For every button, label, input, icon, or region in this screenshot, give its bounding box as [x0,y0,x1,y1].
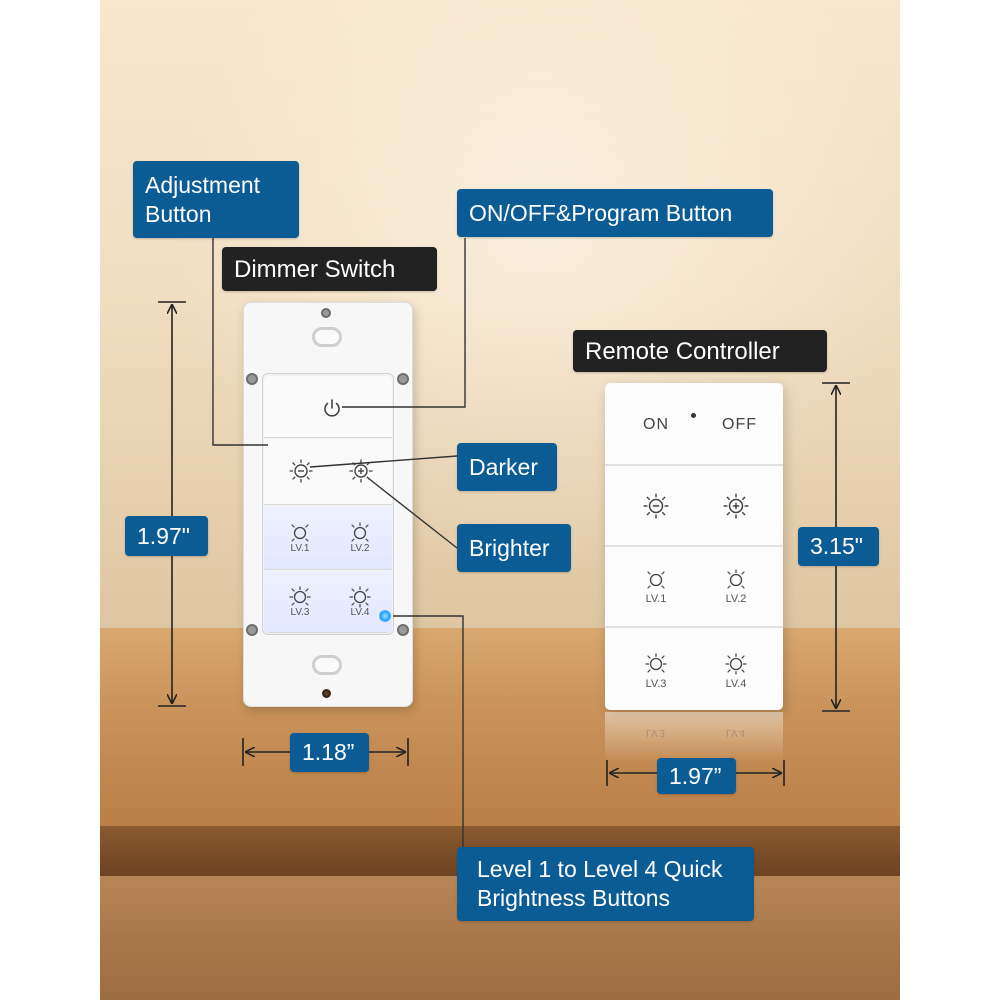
switch-screw-bottom-right [397,624,409,636]
switch-width-label: 1.18” [290,733,369,772]
darker-label-text: Darker [469,453,539,480]
switch-lv4-label: LV.4 [350,607,370,618]
dimmer-switch-label: Dimmer Switch [222,247,437,291]
sun-icon [645,653,667,673]
reflection-lv4-text: LV.4 [726,727,745,738]
wallplate-bottom-screw [322,689,331,698]
switch-screw-bottom-left [246,624,258,636]
wallplate-top-screw [321,308,331,318]
remote-adjust-button[interactable] [605,467,783,547]
switch-screw-top-right [397,373,409,385]
wallplate-top-slot [312,327,342,347]
adjustment-label-line1: Adjustment [145,171,261,198]
switch-lv2-label: LV.2 [350,543,370,554]
remote-lv1-label: LV.1 [645,593,667,605]
sun-plus-icon [349,459,373,483]
wallplate-bottom-slot [312,655,342,675]
remote-reflection [605,712,783,762]
remote-indicator-dot [691,413,696,418]
sun-icon [647,571,665,589]
sun-icon [291,524,309,542]
remote-level-row-2[interactable] [605,629,783,709]
switch-screw-top-left [246,373,258,385]
status-led [379,610,391,622]
adjustment-label-line2: Button [145,200,212,227]
darker-label: Darker [457,443,557,491]
brighter-label-text: Brighter [469,534,550,561]
sun-plus-icon [723,493,749,519]
switch-width-text: 1.18” [302,739,355,765]
remote-level-row-1[interactable] [605,548,783,628]
remote-width-text: 1.97” [669,762,722,789]
sun-icon [727,569,745,589]
reflection-lv3-text: LV.3 [646,727,665,738]
remote-controller-label: Remote Controller [573,330,827,372]
sun-icon [289,586,311,606]
remote-off-label: OFF [722,416,757,433]
sun-minus-icon [289,459,313,483]
on-off-program-button-label: ON/OFF&Program Button [457,189,773,237]
on-off-label-text: ON/OFF&Program Button [469,199,733,226]
quick-buttons-label-line1: Level 1 to Level 4 Quick [477,856,723,882]
remote-height-text: 3.15" [810,533,863,559]
remote-lv3-label: LV.3 [645,678,667,690]
switch-lv1-label: LV.1 [290,543,310,554]
quick-brightness-buttons-label: Level 1 to Level 4 Quick Brightness Butt… [457,847,754,921]
sun-minus-icon [643,493,669,519]
remote-controller-label-text: Remote Controller [585,337,780,365]
remote-on-off-button[interactable] [605,384,783,466]
sun-icon [349,586,371,608]
quick-buttons-label-line2: Brightness Buttons [477,885,671,911]
switch-height-text: 1.97" [137,522,190,549]
brighter-label: Brighter [457,524,571,572]
remote-width-label: 1.97” [657,758,736,794]
remote-lv2-label: LV.2 [725,593,747,605]
remote-lv4-label: LV.4 [725,678,747,690]
switch-lv3-label: LV.3 [290,607,310,618]
sun-icon [725,653,747,675]
power-icon [324,399,340,417]
switch-height-label: 1.97" [125,516,208,556]
switch-level-row-2[interactable] [264,571,392,633]
remote-on-label: ON [643,416,669,433]
remote-height-label: 3.15" [798,527,879,566]
dimmer-switch-label-text: Dimmer Switch [234,255,396,283]
adjustment-button-label: Adjustment Button [133,161,299,238]
